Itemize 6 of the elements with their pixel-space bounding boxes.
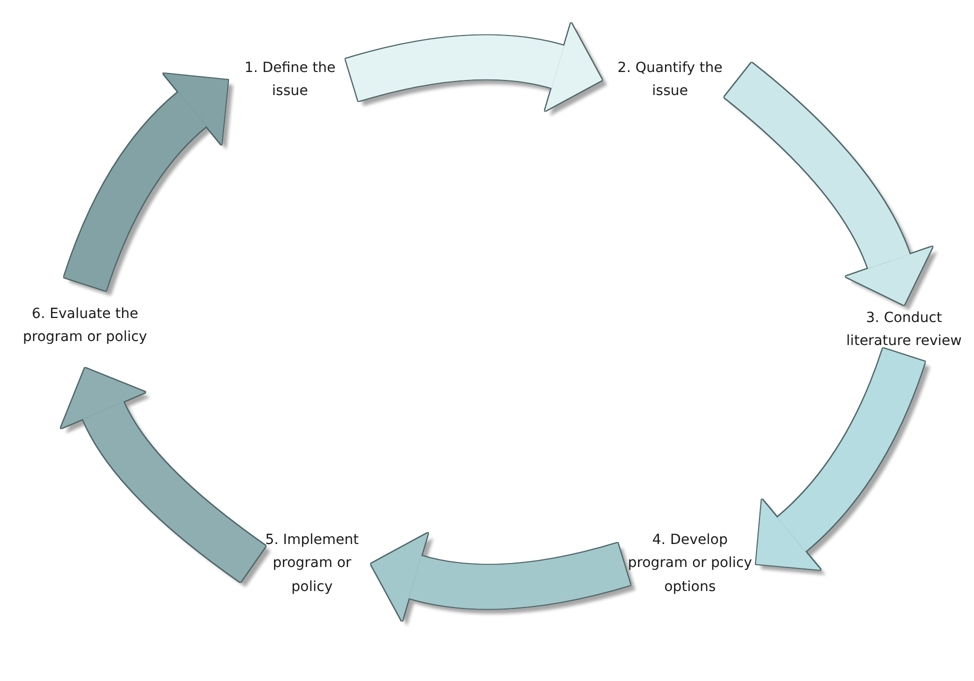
step-label: 5. Implement program or policy [264,531,360,597]
step-label: 6. Evaluate the program or policy [22,304,148,347]
step-label: 4. Develop program or policy options [626,531,754,597]
step-label: 1. Define the issue [244,58,336,101]
step-label: 3. Conduct literature review [845,308,963,351]
step-label: 2. Quantify the issue [616,58,724,101]
